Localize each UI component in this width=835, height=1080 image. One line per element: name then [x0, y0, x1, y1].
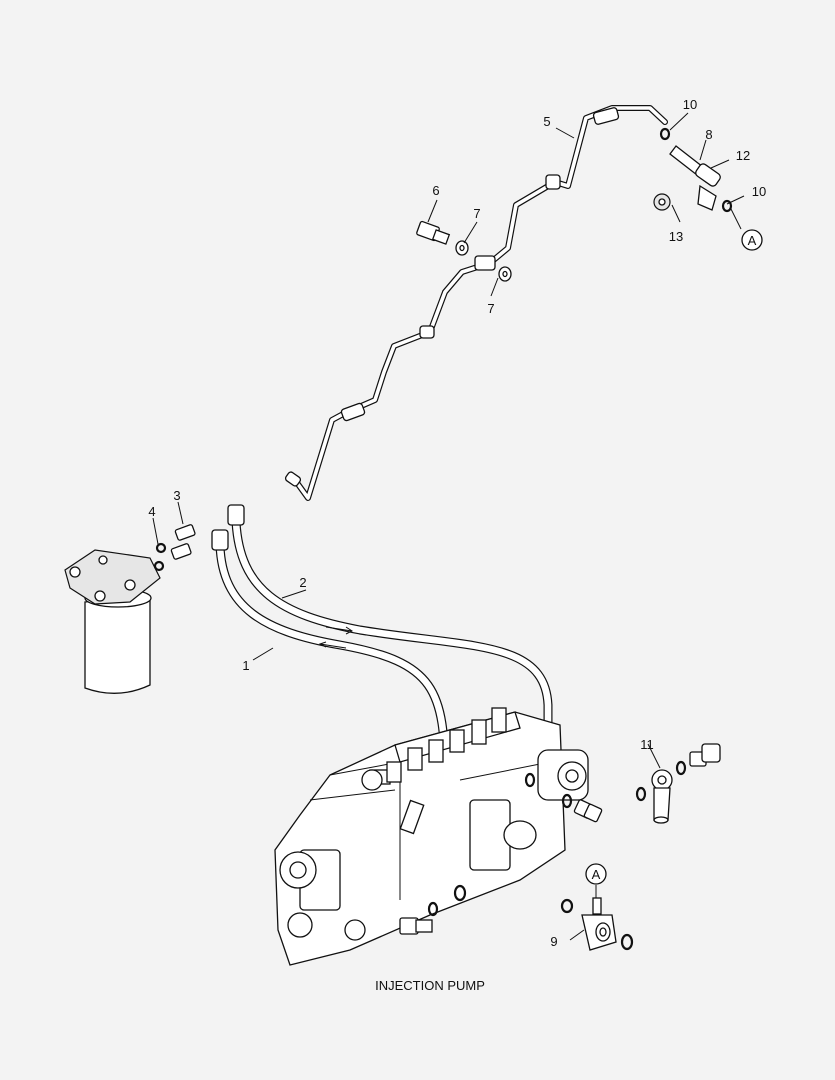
- callout-9: 9: [550, 934, 557, 949]
- callout-6: 6: [432, 183, 439, 198]
- callout-12: 12: [736, 148, 750, 163]
- callout-3: 3: [173, 488, 180, 503]
- callout-2: 2: [299, 575, 306, 590]
- washer-7-upper-hole: [459, 244, 465, 252]
- pump-bolt-right: [573, 799, 603, 823]
- leader-lines: [152, 112, 745, 941]
- oring-11-a: [675, 760, 687, 776]
- callout-13: 13: [669, 229, 683, 244]
- injection-pump-body: [274, 707, 589, 966]
- oring-pump-1: [427, 901, 439, 917]
- callout-8: 8: [705, 127, 712, 142]
- oring-pump-2: [453, 884, 467, 902]
- callout-7-upper: 7: [473, 206, 480, 221]
- oring-9-b: [620, 933, 634, 951]
- oring-4-upper: [155, 542, 167, 554]
- banjo-bolt-11: [689, 743, 721, 767]
- callout-11: 11: [640, 737, 654, 752]
- reference-circle-upper: [741, 229, 763, 251]
- oring-pump-4: [561, 793, 573, 809]
- banjo-bolt-6: [416, 220, 451, 245]
- callout-10-upper: 10: [683, 97, 697, 112]
- flow-arrows: [318, 626, 353, 649]
- banjo-fitting-11: [651, 769, 673, 824]
- fuel-filter: [64, 549, 161, 694]
- oring-4-lower: [153, 560, 165, 572]
- oring-9-a: [560, 898, 574, 914]
- washer-7-lower-hole: [502, 270, 508, 278]
- reference-mark-lower: A: [592, 867, 601, 882]
- fitting-3: [170, 524, 196, 560]
- oring-pump-5: [635, 786, 647, 802]
- leak-off-pipe: [284, 105, 668, 501]
- reference-circle-lower: [585, 863, 607, 885]
- callout-7-lower: 7: [487, 301, 494, 316]
- callout-10-lower: 10: [752, 184, 766, 199]
- pump-bolt-left: [399, 917, 433, 935]
- oring-pump-3: [524, 772, 536, 788]
- connector-assembly-8: [653, 127, 733, 213]
- tee-fitting-9: [581, 897, 617, 951]
- reference-mark-upper: A: [748, 233, 757, 248]
- callout-5: 5: [543, 114, 550, 129]
- diagram-caption: INJECTION PUMP: [375, 978, 485, 993]
- callout-4: 4: [148, 504, 155, 519]
- callout-1: 1: [242, 658, 249, 673]
